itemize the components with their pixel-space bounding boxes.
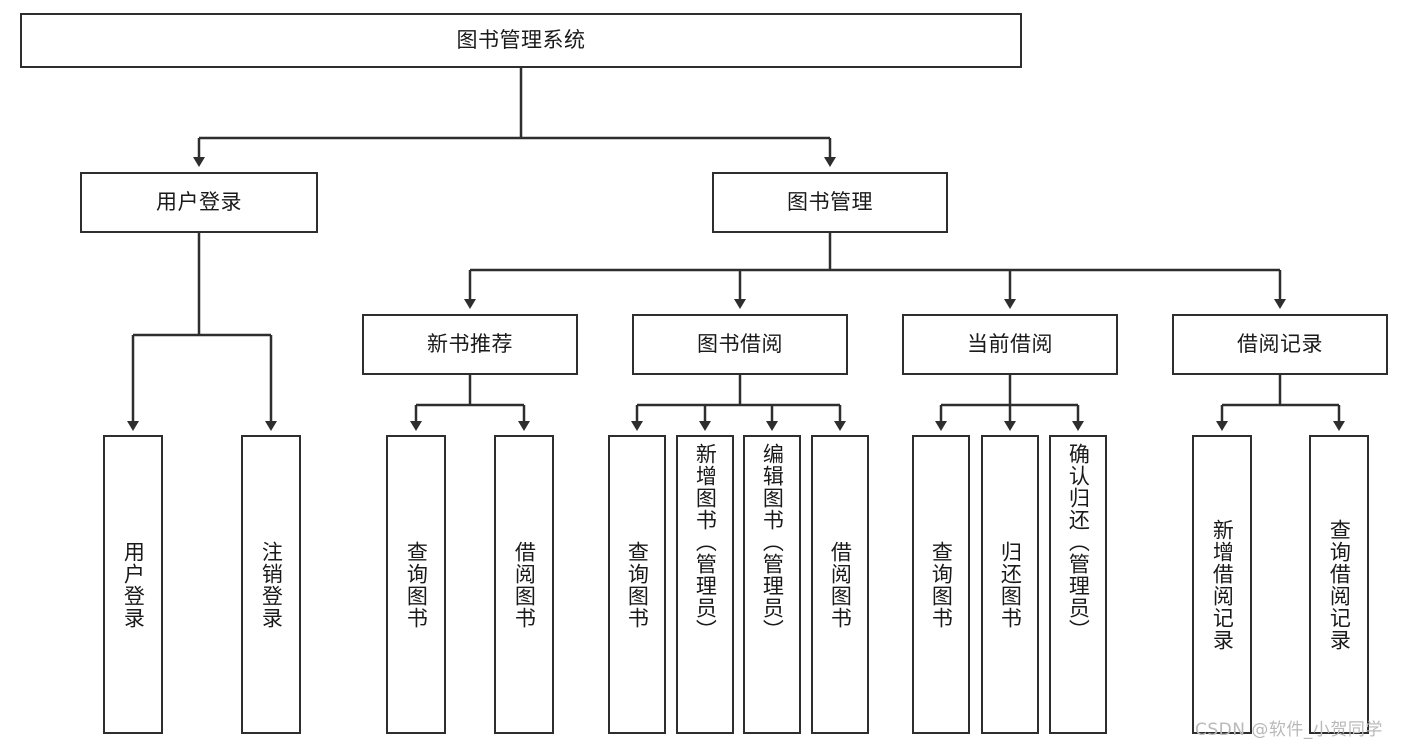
leaf-query-book-2[interactable]: 查询图书 <box>608 435 666 734</box>
leaf-confirm-return-label: 确认归还（管理员） <box>1066 443 1091 641</box>
node-root[interactable]: 图书管理系统 <box>20 13 1022 68</box>
node-book-manage-label: 图书管理 <box>787 189 873 214</box>
leaf-query-book-3-label: 查询图书 <box>929 540 954 629</box>
leaf-query-book-1[interactable]: 查询图书 <box>386 435 446 734</box>
leaf-query-book-3[interactable]: 查询图书 <box>912 435 970 734</box>
leaf-query-record[interactable]: 查询借阅记录 <box>1309 435 1369 734</box>
node-current-borrow-label: 当前借阅 <box>967 331 1053 356</box>
node-current-borrow[interactable]: 当前借阅 <box>902 314 1118 375</box>
leaf-borrow-book-1-label: 借阅图书 <box>512 540 537 629</box>
leaf-borrow-book-2[interactable]: 借阅图书 <box>811 435 869 734</box>
node-new-book-rec-label: 新书推荐 <box>427 331 513 356</box>
node-book-borrow[interactable]: 图书借阅 <box>632 314 848 375</box>
node-new-book-rec[interactable]: 新书推荐 <box>362 314 578 375</box>
node-borrow-record-label: 借阅记录 <box>1237 331 1323 356</box>
node-borrow-record[interactable]: 借阅记录 <box>1172 314 1388 375</box>
leaf-user-login-label: 用户登录 <box>121 540 146 629</box>
leaf-add-record[interactable]: 新增借阅记录 <box>1192 435 1252 734</box>
leaf-user-login[interactable]: 用户登录 <box>103 435 163 734</box>
leaf-query-record-label: 查询借阅记录 <box>1327 518 1352 651</box>
node-book-manage[interactable]: 图书管理 <box>712 172 948 233</box>
leaf-logout-label: 注销登录 <box>259 540 284 629</box>
node-root-label: 图书管理系统 <box>456 27 586 52</box>
leaf-edit-book[interactable]: 编辑图书（管理员） <box>743 435 801 734</box>
leaf-confirm-return[interactable]: 确认归还（管理员） <box>1049 435 1107 734</box>
node-user-login-label: 用户登录 <box>156 189 242 214</box>
leaf-return-book-label: 归还图书 <box>998 540 1023 629</box>
node-user-login[interactable]: 用户登录 <box>80 172 318 233</box>
leaf-query-book-2-label: 查询图书 <box>625 540 650 629</box>
leaf-add-record-label: 新增借阅记录 <box>1210 518 1235 651</box>
leaf-return-book[interactable]: 归还图书 <box>981 435 1039 734</box>
leaf-query-book-1-label: 查询图书 <box>404 540 429 629</box>
leaf-add-book-label: 新增图书（管理员） <box>693 443 718 641</box>
leaf-edit-book-label: 编辑图书（管理员） <box>760 443 785 641</box>
leaf-borrow-book-1[interactable]: 借阅图书 <box>494 435 554 734</box>
leaf-add-book[interactable]: 新增图书（管理员） <box>676 435 734 734</box>
leaf-borrow-book-2-label: 借阅图书 <box>828 540 853 629</box>
node-book-borrow-label: 图书借阅 <box>697 331 783 356</box>
leaf-logout[interactable]: 注销登录 <box>241 435 301 734</box>
